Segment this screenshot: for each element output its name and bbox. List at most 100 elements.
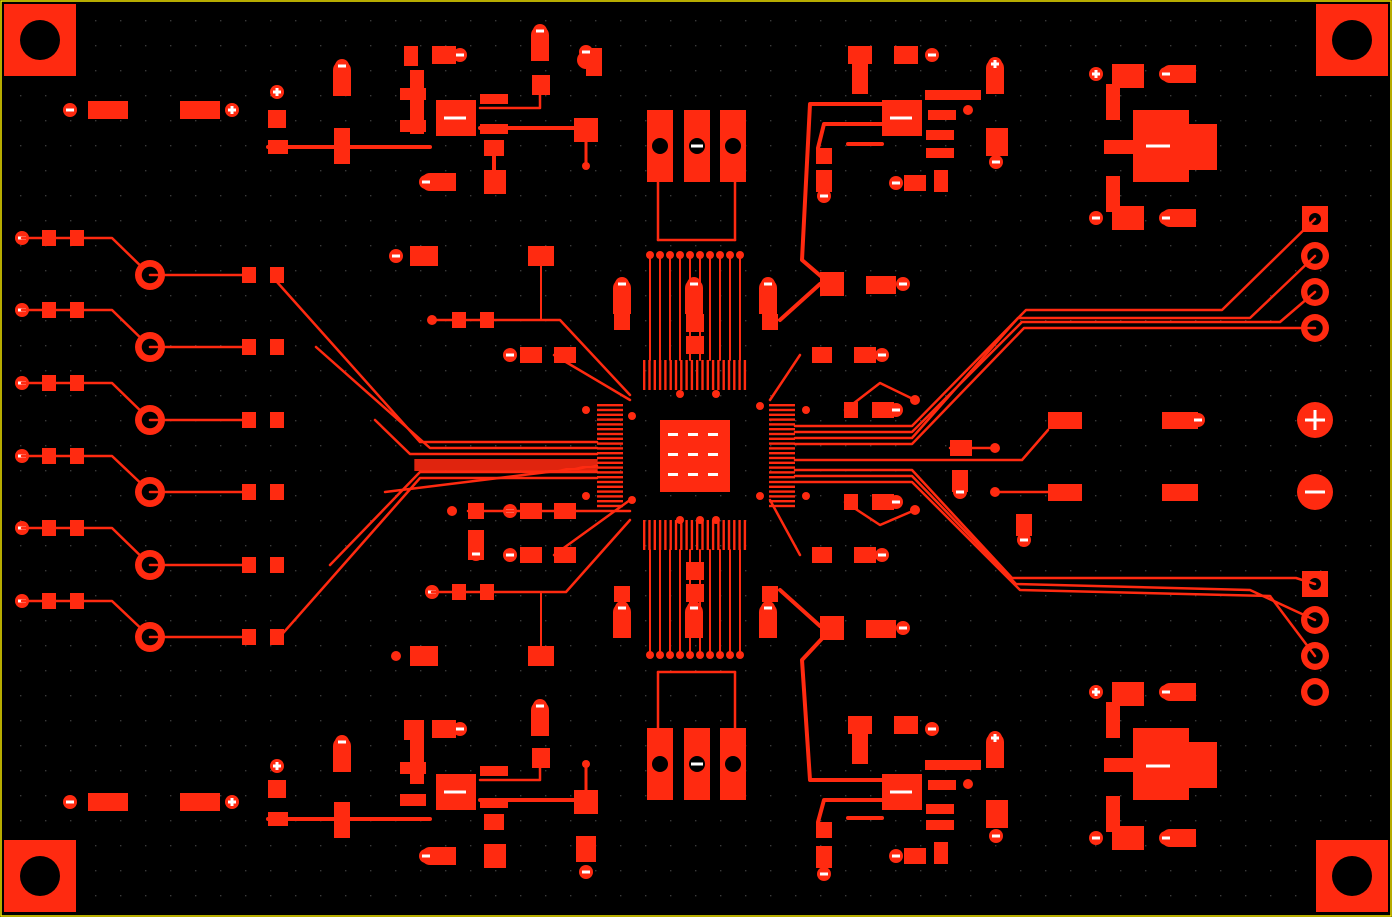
smd-pad (934, 170, 948, 192)
grid-dot (45, 220, 47, 222)
grid-dot (1345, 420, 1347, 422)
grid-dot (170, 345, 172, 347)
chip-pin-right (769, 461, 795, 464)
negative-pad (335, 735, 349, 749)
grid-dot (1295, 195, 1297, 197)
copper-trace (843, 500, 917, 527)
grid-dot (995, 370, 997, 372)
via (716, 251, 724, 259)
grid-dot (95, 295, 97, 297)
grid-dot (795, 70, 797, 72)
negative-pad (453, 48, 467, 62)
chip-pin-top (717, 360, 720, 390)
grid-dot (20, 320, 22, 322)
grid-dot (570, 570, 572, 572)
grid-dot (70, 320, 72, 322)
grid-dot (1070, 95, 1072, 97)
grid-dot (845, 320, 847, 322)
grid-dot (370, 295, 372, 297)
grid-dot (970, 795, 972, 797)
grid-dot (1370, 195, 1372, 197)
grid-dot (970, 545, 972, 547)
grid-dot (1295, 595, 1297, 597)
grid-dot (70, 820, 72, 822)
minus-mark (890, 790, 912, 794)
grid-dot (1345, 345, 1347, 347)
grid-dot (20, 395, 22, 397)
grid-dot (220, 820, 222, 822)
grid-dot (320, 395, 322, 397)
smd-pad (270, 629, 284, 645)
grid-dot (995, 570, 997, 572)
grid-dot (995, 95, 997, 97)
grid-dot (45, 745, 47, 747)
grid-dot (495, 20, 497, 22)
grid-dot (1145, 395, 1147, 397)
grid-dot (670, 720, 672, 722)
grid-dot (720, 545, 722, 547)
copper-trace (82, 308, 152, 349)
grid-dot (1195, 20, 1197, 22)
grid-dot (1245, 470, 1247, 472)
smd-pad (528, 646, 554, 666)
inductor-body (1133, 728, 1189, 800)
chip-pin-right (769, 437, 795, 440)
chip-pin-top (648, 360, 651, 390)
grid-dot (395, 295, 397, 297)
grid-dot (745, 595, 747, 597)
grid-dot (895, 770, 897, 772)
grid-dot (220, 145, 222, 147)
grid-dot (1070, 845, 1072, 847)
grid-dot (1020, 420, 1022, 422)
grid-dot (1220, 145, 1222, 147)
grid-dot (820, 495, 822, 497)
grid-dot (1245, 70, 1247, 72)
chip-pin-top (674, 360, 678, 390)
grid-dot (1120, 720, 1122, 722)
grid-dot (620, 770, 622, 772)
grid-dot (270, 595, 272, 597)
grid-dot (520, 720, 522, 722)
grid-dot (370, 595, 372, 597)
grid-dot (170, 320, 172, 322)
grid-dot (870, 245, 872, 247)
grid-dot (1245, 170, 1247, 172)
grid-dot (295, 545, 297, 547)
minus-mark (506, 353, 514, 357)
negative-pad (1159, 831, 1173, 845)
grid-dot (220, 245, 222, 247)
minus-mark (690, 282, 698, 286)
grid-dot (295, 870, 297, 872)
grid-dot (1020, 170, 1022, 172)
grid-dot (20, 270, 22, 272)
grid-dot (1220, 220, 1222, 222)
grid-dot (720, 870, 722, 872)
grid-dot (1020, 220, 1022, 222)
signal-trace (793, 290, 1317, 434)
grid-dot (1345, 495, 1347, 497)
grid-dot (870, 170, 872, 172)
grid-dot (245, 770, 247, 772)
grid-dot (470, 720, 472, 722)
grid-dot (20, 770, 22, 772)
smd-pad (270, 267, 284, 283)
grid-dot (1245, 795, 1247, 797)
grid-dot (445, 370, 447, 372)
grid-dot (520, 120, 522, 122)
grid-dot (1170, 320, 1172, 322)
chip-pin-bottom (690, 520, 694, 550)
grid-dot (1070, 345, 1072, 347)
grid-dot (770, 370, 772, 372)
grid-dot (770, 145, 772, 147)
via (802, 492, 810, 500)
grid-dot (120, 345, 122, 347)
grid-dot (295, 495, 297, 497)
grid-dot (1045, 545, 1047, 547)
grid-dot (945, 745, 947, 747)
grid-dot (395, 420, 397, 422)
grid-dot (1120, 345, 1122, 347)
grid-dot (845, 95, 847, 97)
grid-dot (20, 570, 22, 572)
negative-pad (875, 548, 889, 562)
grid-dot (1170, 670, 1172, 672)
